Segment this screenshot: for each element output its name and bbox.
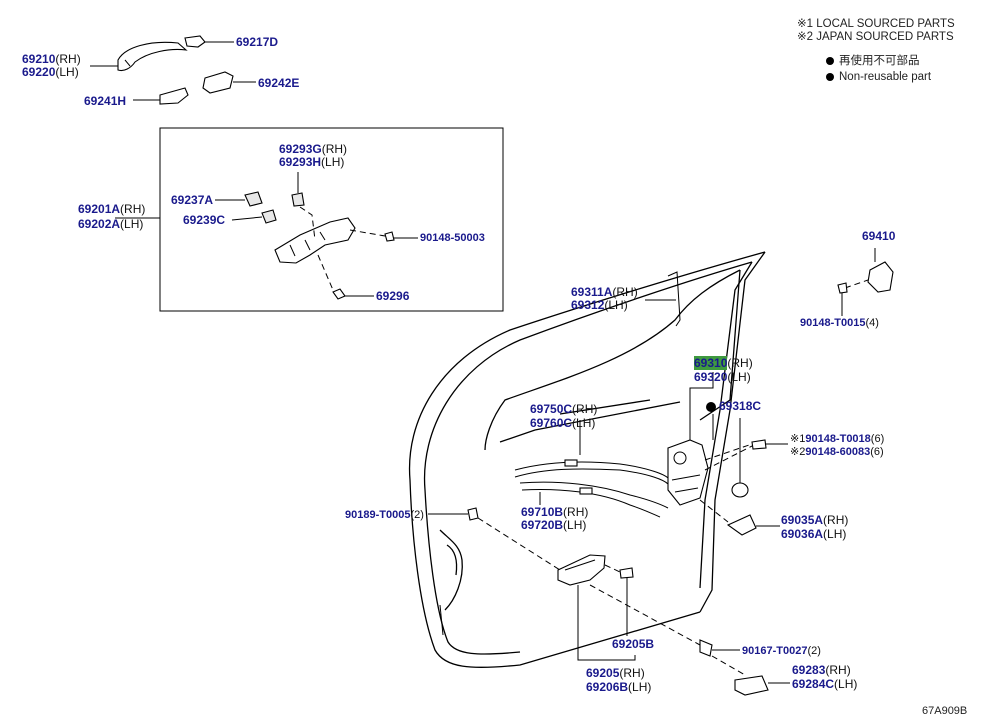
inset-frame bbox=[159, 127, 504, 312]
label-69220[interactable]: 69220(LH) bbox=[22, 65, 79, 79]
handle-bezel-drawing bbox=[159, 87, 189, 105]
label-90148-T0018[interactable]: ※190148-T0018(6) bbox=[790, 433, 885, 445]
label-69410[interactable]: 69410 bbox=[862, 229, 896, 243]
label-69750C[interactable]: 69750C(RH) bbox=[530, 402, 598, 416]
legend-local-sourced: ※1 LOCAL SOURCED PARTS bbox=[797, 18, 955, 30]
label-90148-50003[interactable]: 90148-50003 bbox=[420, 232, 485, 244]
legend-nonreusable-jp: 再使用不可部品 bbox=[826, 55, 920, 68]
label-69242E[interactable]: 69242E bbox=[258, 76, 300, 90]
control-cable-drawing bbox=[514, 459, 669, 518]
striker-drawing bbox=[867, 261, 894, 293]
label-69205[interactable]: 69205(RH) bbox=[586, 666, 645, 680]
handle-pad-drawing bbox=[202, 71, 234, 94]
door-panel-outline bbox=[408, 251, 766, 669]
label-69720B[interactable]: 69720B(LH) bbox=[521, 518, 587, 532]
nonreusable-marker-icon bbox=[706, 401, 716, 412]
figure-code: 67A909B bbox=[922, 705, 968, 717]
label-90167-T0027[interactable]: 90167-T0027(2) bbox=[742, 645, 821, 657]
label-69035A[interactable]: 69035A(RH) bbox=[781, 513, 849, 527]
label-69311A[interactable]: 69311A(RH) bbox=[571, 285, 638, 299]
label-69760C[interactable]: 69760C(LH) bbox=[530, 416, 596, 430]
legend-nonreusable-en: Non-reusable part bbox=[826, 71, 931, 84]
grommet-drawing bbox=[731, 482, 749, 498]
label-69217D[interactable]: 69217D bbox=[236, 35, 279, 49]
label-69284C[interactable]: 69284C(LH) bbox=[792, 677, 858, 691]
door-lock-drawing bbox=[667, 439, 709, 506]
inset-handle-frame-drawing bbox=[244, 191, 395, 300]
label-90148-60083[interactable]: ※290148-60083(6) bbox=[790, 446, 884, 458]
label-69293G[interactable]: 69293G(RH) bbox=[279, 142, 348, 156]
legend-japan-sourced: ※2 JAPAN SOURCED PARTS bbox=[797, 31, 954, 43]
inside-handle-drawing bbox=[557, 554, 606, 586]
label-69241H[interactable]: 69241H bbox=[84, 94, 127, 108]
label-69710B[interactable]: 69710B(RH) bbox=[521, 505, 589, 519]
label-69036A[interactable]: 69036A(LH) bbox=[781, 527, 847, 541]
label-69210[interactable]: 69210(RH) bbox=[22, 52, 81, 66]
label-69296[interactable]: 69296 bbox=[376, 289, 410, 303]
outside-handle-drawing bbox=[117, 35, 206, 72]
label-69283[interactable]: 69283(RH) bbox=[792, 663, 851, 677]
handle-cover-drawing bbox=[734, 675, 769, 696]
label-69320[interactable]: 69320(LH) bbox=[694, 370, 751, 384]
label-69205B[interactable]: 69205B bbox=[612, 637, 655, 651]
label-69293H[interactable]: 69293H(LH) bbox=[279, 155, 345, 169]
label-69237A[interactable]: 69237A bbox=[171, 193, 214, 207]
label-69201A[interactable]: 69201A(RH) bbox=[78, 202, 146, 216]
lock-rod-drawing bbox=[667, 271, 681, 327]
label-69206B[interactable]: 69206B(LH) bbox=[586, 680, 652, 694]
label-69310[interactable]: 69310(RH) bbox=[694, 356, 753, 370]
bullet-icon bbox=[826, 72, 834, 81]
label-69318C[interactable]: 69318C bbox=[706, 399, 761, 413]
bullet-icon bbox=[826, 56, 834, 65]
label-69239C[interactable]: 69239C bbox=[183, 213, 226, 227]
label-90148-T0015[interactable]: 90148-T0015(4) bbox=[800, 317, 879, 329]
label-90189-T0005[interactable]: 90189-T0005(2) bbox=[345, 509, 424, 521]
lock-cover-drawing bbox=[726, 514, 757, 536]
label-69312[interactable]: 69312(LH) bbox=[571, 298, 628, 312]
label-69202A[interactable]: 69202A(LH) bbox=[78, 217, 144, 231]
